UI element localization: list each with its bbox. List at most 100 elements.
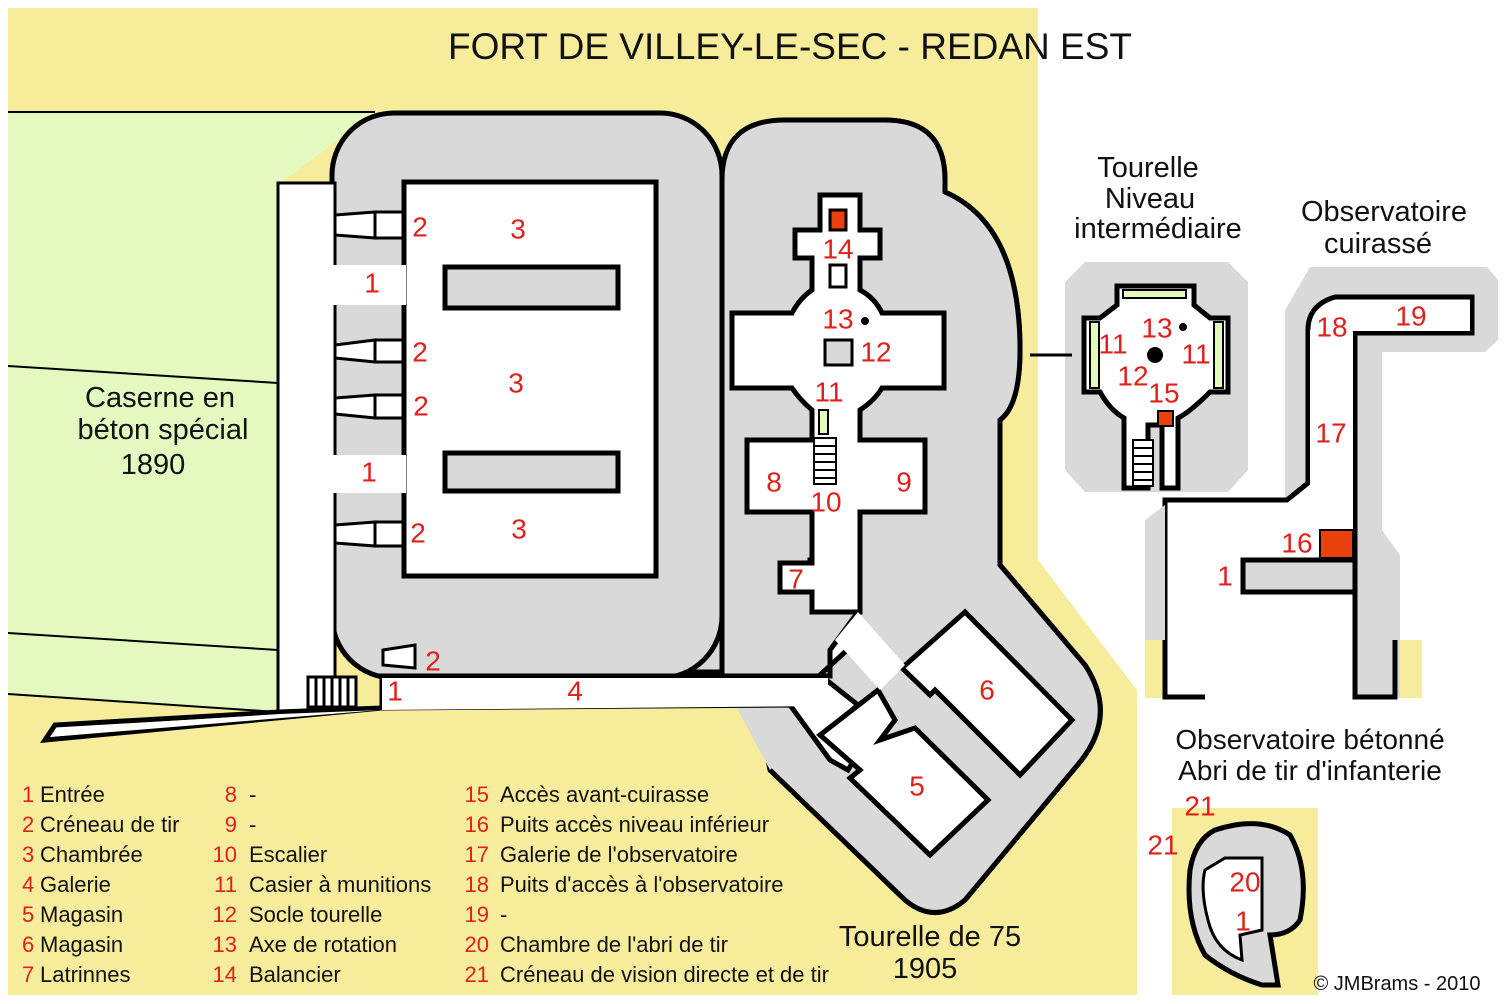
legend-number: 8 (225, 782, 237, 807)
legend-label: - (249, 782, 256, 807)
map-label: 8 (766, 467, 782, 498)
small-box (828, 263, 848, 289)
page-title: FORT DE VILLEY-LE-SEC - REDAN EST (448, 26, 1132, 67)
map-label: 21 (1147, 830, 1178, 861)
magasin-5 (816, 686, 992, 859)
legend-item: 12 Socle tourelle (213, 902, 383, 927)
axe-rotation-icon (861, 317, 869, 325)
casier-top (1122, 289, 1187, 299)
tourelle-intermediaire-line: Tourelle (1097, 152, 1199, 184)
legend-number: 11 (214, 872, 237, 897)
map-label: 11 (814, 377, 843, 408)
tourelle-75-line: Tourelle de 75 (839, 921, 1021, 953)
legend-number: 9 (225, 812, 237, 837)
map-label: 18 (1316, 312, 1347, 343)
map-label: 3 (508, 368, 524, 399)
map-label: 9 (896, 467, 912, 498)
legend-label: Magasin (40, 932, 123, 957)
map-label: 17 (1315, 418, 1346, 449)
legend-label: Galerie de l'observatoire (500, 842, 738, 867)
legend-number: 6 (22, 932, 34, 957)
intermediaire-stairs-icon (1132, 439, 1154, 487)
legend-number: 12 (213, 902, 237, 927)
socle-icon (1147, 347, 1163, 363)
creneaux (333, 210, 417, 670)
legend-label: Magasin (40, 902, 123, 927)
map-label: 1 (1235, 906, 1251, 937)
legend-item: 8- (225, 782, 257, 807)
copyright: © JMBrams - 2010 (1313, 973, 1480, 995)
legend-label: Créneau de vision directe et de tir (500, 962, 829, 987)
map-label: 2 (410, 518, 426, 549)
map-label: 12 (1117, 361, 1148, 392)
tourelle-intermediaire-line: intermédiaire (1074, 213, 1242, 245)
acces-avant-cuirasse (1157, 410, 1174, 427)
legend-number: 15 (465, 782, 489, 807)
caserne-strip (276, 181, 337, 713)
tourelle-chamber (729, 192, 947, 615)
legend-number: 18 (465, 872, 489, 897)
legend-item: 9- (225, 812, 257, 837)
map-label: 19 (1395, 301, 1426, 332)
legend-label: Galerie (40, 872, 111, 897)
map-label: 1 (361, 457, 377, 488)
caserne-line: Caserne en (85, 382, 235, 414)
legend-number: 13 (213, 932, 237, 957)
map-number-labels: 2 3 1 2 3 2 1 2 3 14 13 12 11 8 10 9 7 2… (361, 212, 1426, 937)
casier-munitions (818, 409, 829, 435)
map-label: 13 (822, 304, 853, 335)
map-label: 2 (425, 646, 441, 677)
magasin-corridor (835, 612, 905, 690)
map-label: 1 (387, 676, 403, 707)
map-label: 15 (1148, 378, 1179, 409)
legend-item: 11 Casier à munitions (214, 872, 431, 897)
tourelle-intermediaire-line: Niveau (1105, 183, 1195, 215)
legend-number: 4 (22, 872, 34, 897)
caserne-line: 1890 (121, 449, 186, 481)
map-label: 16 (1281, 528, 1312, 559)
map-label: 6 (979, 675, 995, 706)
legend-item: 13 Axe de rotation (213, 932, 397, 957)
map-label: 5 (909, 771, 925, 802)
map-label: 2 (412, 337, 428, 368)
observatoire-cuirasse-title: Observatoire cuirassé (1301, 196, 1467, 260)
legend-item: 18 Puits d'accès à l'observatoire (465, 872, 784, 897)
magasin-6 (898, 608, 1076, 779)
legend-label: Casier à munitions (249, 872, 431, 897)
legend-number: 19 (465, 902, 489, 927)
map-label: 12 (860, 337, 891, 368)
legend-label: Chambre de l'abri de tir (500, 932, 728, 957)
green-ground (8, 112, 375, 712)
entry-stairs-icon (306, 675, 358, 709)
legend-label: Socle tourelle (249, 902, 382, 927)
tourelle-75-line: 1905 (893, 953, 958, 985)
legend-label: Puits d'accès à l'observatoire (500, 872, 784, 897)
legend-number: 21 (465, 962, 489, 987)
tourelle-intermediaire-title: Tourelle Niveau intermédiaire (1074, 152, 1242, 245)
puits-niveau-inferieur (1319, 529, 1354, 559)
legend-label: Chambrée (40, 842, 143, 867)
legend-label: - (500, 902, 507, 927)
socle-tourelle (823, 338, 854, 367)
observatoire-inner-gray (1240, 557, 1358, 595)
observatoire-betonne-line: Abri de tir d'infanterie (1178, 755, 1442, 786)
map-label: 2 (412, 212, 428, 243)
chambree-room (401, 179, 659, 579)
map-label: 14 (822, 234, 853, 265)
map-label: 1 (364, 268, 380, 299)
ground-lines (7, 111, 375, 713)
legend-label: Axe de rotation (249, 932, 397, 957)
caserne-pillar-top (442, 264, 621, 311)
map-label: 21 (1184, 791, 1215, 822)
caserne-title: Caserne en béton spécial 1890 (78, 382, 249, 481)
escalier-icon (813, 437, 837, 485)
legend-label: Latrinnes (40, 962, 131, 987)
chambre-abri (1201, 856, 1264, 963)
legend-number: 14 (213, 962, 237, 987)
observatoire-corridor-fill (1168, 300, 1470, 697)
